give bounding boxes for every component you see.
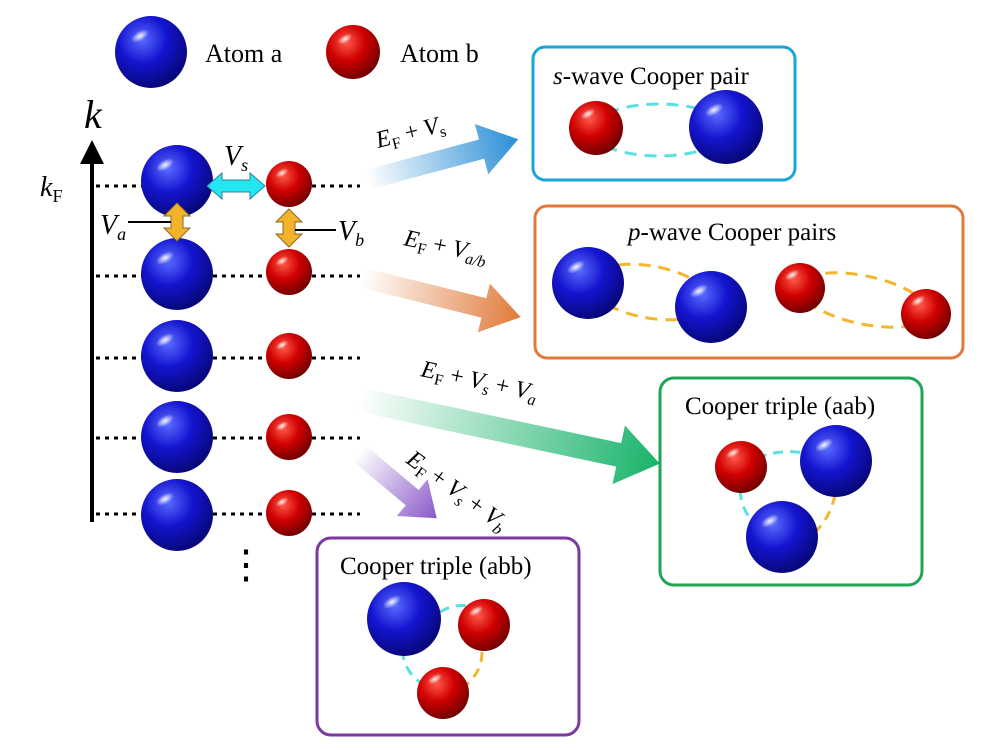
atom-b-level-2: [266, 249, 312, 295]
k-axis-label: k: [84, 92, 103, 137]
atom-a-level-5: [141, 479, 213, 551]
atom-a-column: [141, 145, 213, 551]
s-wave-atom-b: [569, 101, 623, 155]
box-aab-title: Cooper triple (aab): [685, 393, 875, 420]
box-s-wave-title: s-wave Cooper pair: [553, 63, 749, 90]
atom-a-level-3: [141, 320, 213, 392]
vs-arrow: [206, 171, 266, 201]
abb-atom-b-1: [458, 599, 510, 651]
abb-atom-a: [367, 582, 441, 656]
p-wave-atom-a-2: [675, 271, 747, 343]
p-wave-atom-b-2: [901, 289, 951, 339]
box-abb-frame: [315, 536, 581, 737]
p-wave-atom-a-1: [552, 247, 624, 319]
vb-arrow: [274, 208, 304, 248]
atom-a-level-4: [141, 401, 213, 473]
kF-label: kF: [40, 172, 62, 206]
atom-b-level-5: [266, 490, 312, 536]
box-abb: Cooper triple (abb): [315, 536, 581, 737]
atom-a-level-1: [141, 145, 213, 217]
box-aab: Cooper triple (aab): [658, 376, 924, 587]
arrow-p-wave-label: EF + Va/b: [400, 225, 489, 271]
energy-levels: [96, 184, 360, 516]
p-wave-atom-b-1: [775, 263, 825, 313]
atom-b-level-3: [266, 333, 312, 379]
aab-atom-a-2: [746, 501, 818, 573]
legend-atom-a-label: Atom a: [205, 39, 283, 68]
aab-atom-b: [715, 441, 767, 493]
arrow-p-wave: [360, 268, 521, 333]
arrow-s-wave: [365, 124, 519, 190]
aab-atom-a-1: [800, 425, 872, 497]
abb-bond-bb: [464, 651, 484, 688]
vb-label: Vb: [338, 216, 364, 250]
legend-atom-b-icon: [326, 25, 380, 79]
arrow-s-wave-label: EF + Vs: [372, 112, 448, 157]
box-abb-title: Cooper triple (abb): [340, 553, 532, 580]
k-axis: k kF: [40, 92, 104, 522]
legend-atom-a-icon: [115, 16, 187, 88]
abb-atom-b-2: [417, 667, 469, 719]
va-arrow: [162, 202, 192, 242]
box-p-wave-frame: [533, 204, 965, 360]
arrow-abb: [352, 445, 437, 519]
vs-label: Vs: [224, 141, 248, 175]
atom-b-level-1: [266, 161, 312, 207]
va-label: Va: [100, 210, 126, 244]
legend: Atom a Atom b: [115, 16, 479, 88]
aab-bond-aa: [813, 494, 837, 534]
box-p-wave-title: p-wave Cooper pairs: [626, 219, 836, 246]
legend-atom-b-label: Atom b: [400, 39, 479, 68]
s-wave-atom-a: [689, 90, 763, 164]
arrow-aab-label: EF + Vs + Va: [417, 356, 540, 409]
arrow-aab: [357, 388, 660, 485]
box-aab-frame: [658, 376, 924, 587]
box-s-wave: s-wave Cooper pair: [531, 45, 797, 182]
ellipsis: ⋮: [226, 542, 266, 587]
atom-a-level-2: [141, 238, 213, 310]
atom-b-column: [266, 161, 312, 536]
atom-b-level-4: [266, 414, 312, 460]
box-p-wave: p-wave Cooper pairs: [533, 204, 965, 360]
